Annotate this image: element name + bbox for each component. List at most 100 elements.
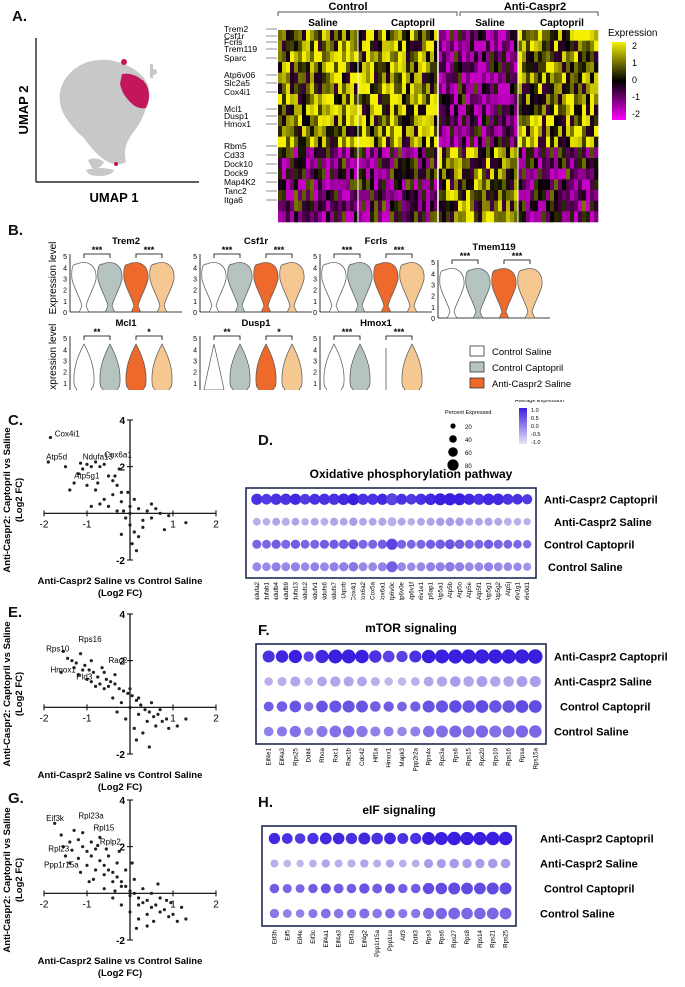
heatmap-cell	[498, 158, 503, 169]
heatmap-cell	[550, 72, 555, 84]
dotplot-gene-label: Rps4x	[426, 747, 433, 765]
heatmap-cell	[278, 147, 283, 159]
heatmap-cell	[566, 40, 571, 52]
heatmap-cell	[586, 40, 591, 52]
violin-y-tick: 3	[63, 359, 67, 366]
heatmap-cell	[462, 104, 467, 116]
heatmap-cell	[310, 126, 315, 137]
heatmap-cell	[434, 179, 439, 191]
scatter-point	[128, 894, 132, 898]
dotplot-legend-color-title: Average Expression	[515, 400, 564, 404]
scatter-point	[66, 656, 70, 660]
dotplot-dot	[317, 676, 327, 687]
heatmap-cell	[494, 168, 499, 180]
scatter-point	[169, 901, 173, 905]
violin-shape	[323, 343, 345, 390]
heatmap-cell	[482, 147, 487, 159]
heatmap-legend-tick: 2	[632, 41, 637, 51]
heatmap-cell	[586, 83, 591, 95]
heatmap-cell	[550, 190, 555, 201]
heatmap-cell	[582, 147, 587, 159]
heatmap-cell	[498, 40, 503, 52]
scatter-annotation: Cox4i1	[55, 429, 80, 438]
heatmap-cell	[374, 168, 379, 180]
dotplot-gene-label: Ndufs6	[321, 581, 328, 600]
heatmap-cell	[518, 211, 523, 223]
violin-sig-label: **	[93, 327, 101, 337]
heatmap-cell	[582, 200, 587, 212]
heatmap-cell	[522, 136, 527, 148]
heatmap-cell	[558, 168, 563, 180]
dotplot-dot	[474, 882, 486, 895]
violin-y-tick: 1	[63, 299, 67, 306]
heatmap-cell	[386, 126, 391, 137]
heatmap-cell	[550, 147, 555, 159]
heatmap-cell	[466, 40, 471, 52]
heatmap-cell	[318, 94, 323, 105]
heatmap-cell	[490, 211, 495, 223]
scatter-point	[61, 649, 65, 653]
violin-y-tick: 2	[63, 288, 67, 295]
dotplot-dot	[367, 493, 379, 505]
heatmap-cell	[534, 51, 539, 63]
dotplot-gene-label: Cox6a1	[379, 581, 386, 600]
heatmap-cell	[354, 126, 359, 137]
heatmap-cell	[354, 30, 359, 41]
dotplot-dot	[494, 517, 503, 526]
heatmap-cell	[306, 126, 311, 137]
scatter-point	[145, 912, 149, 916]
scatter-point	[171, 912, 175, 916]
heatmap-cell	[290, 190, 295, 201]
dotplot-dot	[445, 539, 455, 550]
heatmap-cell	[450, 168, 455, 180]
heatmap-cell	[358, 30, 363, 41]
dotplot-dot	[528, 700, 542, 713]
dotplot-frame	[245, 487, 537, 579]
heatmap-cell	[546, 179, 551, 191]
heatmap-cell	[410, 115, 415, 127]
heatmap-cell	[562, 72, 567, 84]
scatter-point	[145, 719, 149, 723]
heatmap-cell	[578, 62, 583, 73]
heatmap-cell	[394, 126, 399, 137]
heatmap-cell	[566, 136, 571, 148]
heatmap-cond: Captopril	[540, 18, 584, 29]
heatmap-cell	[318, 200, 323, 212]
scatter-point	[81, 831, 85, 835]
scatter-point	[158, 910, 162, 914]
heatmap-cell	[382, 62, 387, 73]
heatmap-cell	[398, 211, 403, 223]
dotplot-dot	[474, 539, 484, 549]
scatter-point	[70, 659, 74, 663]
heatmap-cell	[470, 72, 475, 84]
scatter-point	[130, 542, 134, 546]
heatmap-cell	[326, 168, 331, 180]
heatmap-cell	[322, 158, 327, 169]
heatmap-cell	[522, 147, 527, 159]
heatmap-cell	[382, 211, 387, 223]
heatmap-cell	[478, 126, 483, 137]
dotplot-dot	[417, 517, 425, 526]
dotplot-legend-size-tick: 80	[465, 464, 472, 470]
heatmap-cell	[362, 40, 367, 52]
heatmap-cell	[370, 51, 375, 63]
scatter-point	[143, 708, 147, 712]
dotplot-gene-label: Rps20	[479, 747, 486, 765]
heatmap-cell	[450, 51, 455, 63]
heatmap-cell	[342, 158, 347, 169]
heatmap-cell	[354, 136, 359, 148]
heatmap-cell	[490, 147, 495, 159]
heatmap-cell	[390, 83, 395, 95]
heatmap-cell	[374, 147, 379, 159]
heatmap-cell	[314, 83, 319, 95]
scatter-point	[128, 511, 132, 515]
dotplot-dot	[309, 493, 321, 505]
heatmap-cell	[398, 83, 403, 95]
heatmap-cells	[278, 30, 599, 223]
heatmap-cell	[454, 126, 459, 137]
heatmap-cell	[482, 94, 487, 105]
heatmap-cell	[438, 30, 443, 41]
dotplot-dot	[308, 883, 318, 894]
heatmap-cell	[554, 190, 559, 201]
